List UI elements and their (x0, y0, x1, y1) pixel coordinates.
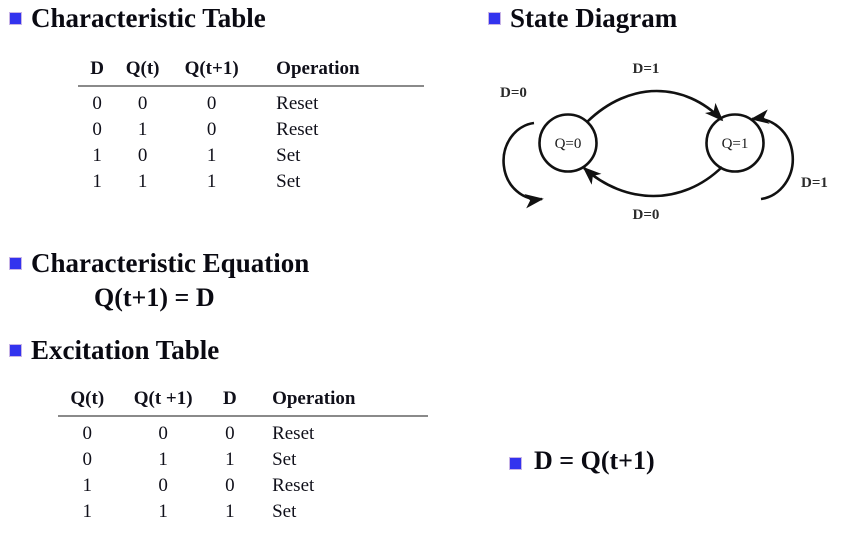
cell-operation: Set (272, 449, 297, 470)
state-node-q1-label: Q=1 (722, 136, 749, 152)
cell-qt: 0 (82, 449, 93, 470)
cell-qt: 0 (137, 93, 148, 114)
col-header-qt1: Q(t+1) (184, 58, 239, 79)
cell-qt: 1 (137, 119, 148, 140)
state-node-q0 (538, 113, 598, 173)
table-row: 1 1 1 Set (58, 499, 428, 525)
bullet-marker-state-diagram (489, 13, 500, 24)
transition-label-s1-self: D=1 (801, 175, 828, 191)
characteristic-table: D Q(t) Q(t+1) Operation 0 0 0 Reset 0 1 … (78, 58, 424, 195)
cell-qt1: 0 (158, 475, 168, 496)
characteristic-equation-text: Q(t+1) = D (94, 283, 215, 312)
cell-operation: Reset (272, 423, 315, 444)
table-row: 0 0 0 Reset (58, 416, 428, 447)
cell-qt: 1 (137, 171, 148, 192)
bullet-marker-characteristic-equation (10, 258, 21, 269)
state-diagram-svg: Q=0 Q=1 D=0 D=1 D=0 D=1 (500, 61, 828, 223)
cell-d: 0 (92, 93, 102, 114)
cell-qt1: 0 (206, 119, 217, 140)
cell-qt: 0 (137, 145, 148, 166)
col-header-qt: Q(t) (125, 58, 160, 79)
transition-s0-to-s1 (586, 89, 724, 123)
cell-qt1: 1 (158, 501, 168, 522)
cell-qt: 0 (82, 423, 93, 444)
col-header-operation: Operation (276, 58, 360, 79)
cell-d: 0 (225, 423, 235, 444)
transition-label-s0-self: D=0 (500, 85, 527, 101)
cell-operation: Set (276, 171, 301, 192)
col-header-d: D (90, 58, 104, 79)
table-row: 1 0 0 Reset (58, 473, 428, 499)
cell-operation: Set (276, 145, 301, 166)
cell-qt1: 0 (206, 93, 217, 114)
cell-d: 0 (225, 475, 235, 496)
table-row: 1 1 1 Set (78, 169, 424, 195)
cell-qt1: 1 (158, 449, 168, 470)
state-node-q1 (705, 113, 765, 173)
cell-d: 0 (92, 119, 102, 140)
col-header-d: D (223, 388, 237, 409)
bullet-marker-excitation-table (10, 345, 21, 356)
cell-qt: 1 (82, 475, 93, 496)
col-header-qt: Q(t) (70, 388, 105, 409)
cell-operation: Set (272, 501, 297, 522)
bullet-marker-excitation-equation (510, 458, 521, 469)
excitation-table-body: 0 0 0 Reset 0 1 1 Set 1 0 0 Reset 1 1 1 … (58, 416, 428, 525)
table-row: 0 1 1 Set (58, 447, 428, 473)
table-row: 1 0 1 Set (78, 143, 424, 169)
cell-operation: Reset (272, 475, 315, 496)
table-header-row: Q(t) Q(t +1) D Operation (58, 388, 428, 416)
state-node-q0-label: Q=0 (555, 136, 582, 152)
transition-s1-to-s1 (750, 109, 795, 201)
cell-d: 1 (225, 449, 235, 470)
heading-excitation-table: Excitation Table (31, 335, 220, 365)
table-row: 0 1 0 Reset (78, 117, 424, 143)
col-header-operation: Operation (272, 388, 356, 409)
excitation-equation-text: D = Q(t+1) (534, 446, 655, 475)
characteristic-table-header: D Q(t) Q(t+1) Operation (78, 58, 424, 86)
transition-s1-to-s0 (582, 166, 723, 198)
col-header-qt1: Q(t +1) (133, 388, 193, 409)
transition-s0-to-s0 (502, 121, 544, 209)
table-header-row: D Q(t) Q(t+1) Operation (78, 58, 424, 86)
cell-qt: 1 (82, 501, 93, 522)
cell-d: 1 (92, 171, 102, 192)
transition-label-s1-s0: D=0 (633, 207, 660, 223)
state-diagram-figure: Q=0 Q=1 D=0 D=1 D=0 D=1 (460, 40, 846, 240)
excitation-table: Q(t) Q(t +1) D Operation 0 0 0 Reset 0 1… (58, 388, 428, 525)
cell-qt1: 0 (158, 423, 168, 444)
cell-qt1: 1 (206, 145, 217, 166)
heading-state-diagram: State Diagram (510, 3, 678, 33)
cell-operation: Reset (276, 93, 319, 114)
heading-characteristic-equation: Characteristic Equation (31, 248, 310, 278)
table-row: 0 0 0 Reset (78, 86, 424, 117)
heading-characteristic-table: Characteristic Table (31, 3, 266, 33)
cell-d: 1 (92, 145, 102, 166)
cell-qt1: 1 (206, 171, 217, 192)
cell-d: 1 (225, 501, 235, 522)
characteristic-table-body: 0 0 0 Reset 0 1 0 Reset 1 0 1 Set 1 1 1 … (78, 86, 424, 195)
bullet-marker-characteristic-table (10, 13, 21, 24)
cell-operation: Reset (276, 119, 319, 140)
excitation-table-header: Q(t) Q(t +1) D Operation (58, 388, 428, 416)
transition-label-s0-s1: D=1 (633, 61, 660, 77)
